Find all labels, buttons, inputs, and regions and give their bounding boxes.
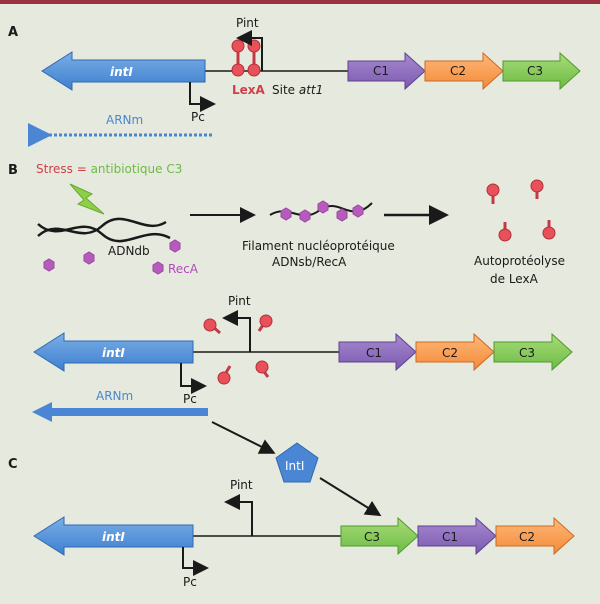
dsdna-strand-2 — [37, 223, 171, 243]
pc-promoter-arrow-c — [182, 547, 209, 576]
pc-promoter-arrow-b — [180, 363, 207, 394]
recombination-arrow — [319, 477, 382, 517]
cassette-c1-c — [417, 516, 497, 556]
cassette-c2-c — [495, 516, 575, 556]
cassette-c2-b — [415, 332, 495, 372]
adndb-label: ADNdb — [108, 244, 150, 258]
arnm-label-b: ARNm — [96, 389, 133, 403]
free-lexa-icons — [203, 314, 273, 385]
pint-promoter-arrow-b — [222, 310, 251, 352]
c2-label-a: C2 — [450, 64, 466, 78]
intI-gene-a — [41, 51, 206, 91]
pint-label-b: Pint — [228, 294, 251, 308]
reca-label: RecA — [168, 262, 199, 276]
cassette-c3-b — [493, 332, 573, 372]
arnm-label-a: ARNm — [106, 113, 143, 127]
panel-c-label: C — [8, 457, 18, 472]
autoproteolysis-label-2: de LexA — [490, 272, 539, 286]
c2-label-c: C2 — [519, 530, 535, 544]
dsdna-strand-1 — [37, 217, 167, 237]
inti-protein-label: IntI — [285, 459, 304, 473]
lightning-icon — [69, 183, 105, 215]
c3-label-a: C3 — [527, 64, 543, 78]
site-att1-label: Site att1 — [272, 83, 323, 97]
cassette-c3-a — [502, 51, 581, 91]
pint-label-a: Pint — [236, 16, 259, 30]
pint-promoter-arrow-c — [224, 494, 253, 536]
inti-protein-pentagon — [275, 442, 319, 483]
c1-label-b: C1 — [366, 346, 382, 360]
intI-label-b: intI — [102, 346, 125, 360]
c1-label-a: C1 — [373, 64, 389, 78]
pc-label-a: Pc — [191, 110, 205, 124]
intI-label-c: intI — [102, 530, 125, 544]
translation-arrow — [211, 421, 276, 454]
cassette-c2-a — [424, 51, 504, 91]
filament-label-2: ADNsb/RecA — [272, 255, 347, 269]
pint-promoter-arrow-a — [236, 30, 263, 71]
pc-label-c: Pc — [183, 575, 197, 589]
c3-label-b: C3 — [519, 346, 535, 360]
intI-gene-c — [33, 516, 194, 556]
filament-reca-hexagons — [280, 200, 364, 223]
autoproteolysis-label-1: Autoprotéolyse — [474, 254, 565, 268]
filament-label-1: Filament nucléoprotéique — [242, 239, 395, 253]
stress-heading: Stress = antibiotique C3 — [36, 162, 182, 176]
reca-hexagons — [43, 239, 181, 275]
pc-label-b: Pc — [183, 392, 197, 406]
pc-promoter-arrow-a — [189, 82, 216, 112]
intI-label-a: intI — [110, 65, 133, 79]
cassette-c3-c — [340, 516, 419, 556]
c3-label-c: C3 — [364, 530, 380, 544]
cleaved-lexa-icons — [486, 179, 556, 242]
pint-label-c: Pint — [230, 478, 253, 492]
mrna-solid-arrow-b — [32, 402, 208, 422]
panel-a-label: A — [8, 25, 18, 40]
cassette-c1-b — [338, 332, 417, 372]
panel-b-label: B — [8, 163, 18, 178]
c2-label-b: C2 — [442, 346, 458, 360]
lexa-label: LexA — [232, 83, 266, 97]
integron-diagram: A intI C1 C2 C3 Pint LexA Site att1 Pc A… — [8, 16, 581, 589]
c1-label-c: C1 — [442, 530, 458, 544]
lexa-bound-icon — [231, 39, 261, 77]
cassette-c1-a — [347, 51, 426, 91]
intI-gene-b — [33, 332, 194, 372]
